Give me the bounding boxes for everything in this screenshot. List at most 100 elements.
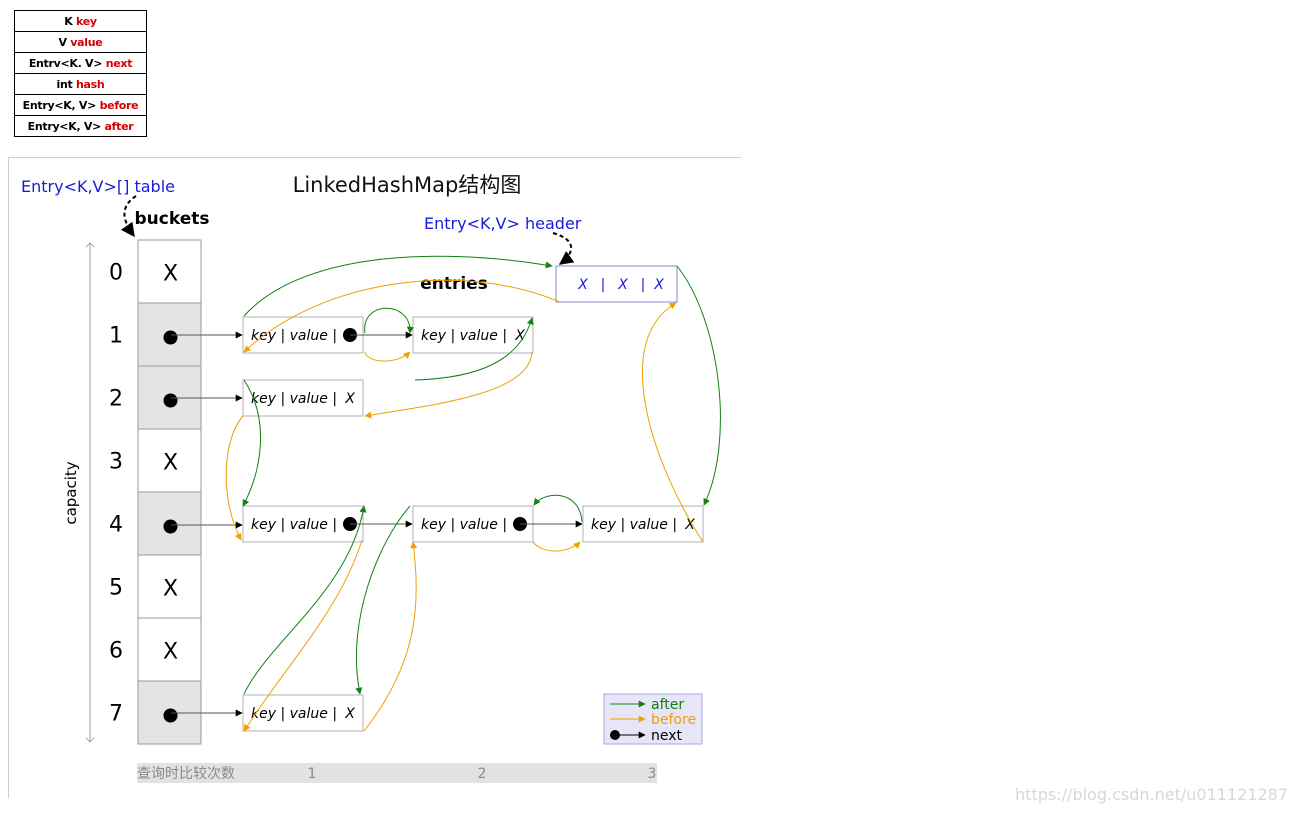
legend-next-label: next [651,728,683,744]
field-name: hash [76,77,105,91]
before-link-header-to-e4c [641,302,704,543]
field-type: Entry<K, V> [27,119,102,133]
before-link-e4b-to-e7 [363,541,418,732]
bucket-cell [137,428,202,493]
bucket-pointer-dot [163,708,178,723]
after-link-e7-to-e4b [355,505,411,695]
bucket-pointer-dot [163,519,178,534]
field-row: Entry<K, V> after [14,115,147,137]
diagram-title: LinkedHashMap结构图 [293,173,522,197]
field-row: Entrv<K. V> next [14,52,147,74]
entry-node: key | value | X [242,379,364,417]
before-link-e2-to-e1b [364,351,533,419]
entries-label: entries [420,274,488,294]
after-links [242,255,721,695]
field-type: V [58,35,68,49]
field-type: Entrv<K. V> [28,56,103,70]
bucket-pointer-dot [163,330,178,345]
field-row: Entry<K, V> before [14,94,147,116]
bucket-index: 1 [109,324,123,349]
entry-fields: key | value | [251,328,337,344]
compare-count-2: 2 [478,766,487,782]
after-link-e4b-to-e4c [533,494,583,523]
before-link-e1a-to-header [243,279,561,353]
compare-count-label: 查询时比较次数 [137,766,235,782]
bucket-null-mark: X [163,451,178,476]
bucket-index: 5 [109,576,123,601]
bucket-cell [137,239,202,304]
after-link-e4a-to-e7 [243,505,367,695]
field-name: before [99,98,139,112]
entry-fields: key | value | [251,517,337,533]
after-link-e1a-to-e1b [364,307,414,334]
field-type: K [64,14,73,28]
bucket-cell [137,617,202,682]
after-link-e2-to-e4a [242,379,261,507]
entry-box [412,316,534,354]
bucket-pointer-dot [163,393,178,408]
field-name: value [70,35,103,49]
compare-count-3: 3 [648,766,657,782]
entry-node: key | value | [242,316,364,354]
capacity-label: capacity [62,461,80,524]
entry-fields: key | value | [251,391,337,407]
header-entry-cells: X | X | X [577,277,664,293]
compare-count-1: 1 [308,766,317,782]
header-cell: X [577,277,588,293]
entry-fields: key | value | [591,517,677,533]
bucket-index: 0 [109,261,123,286]
entry-field-table: K key V value Entrv<K. V> next int hash … [14,10,147,137]
entry-next-null: X [684,517,695,533]
header-cell: | [601,277,606,293]
header-entry [555,265,678,303]
header-cell: X [653,277,664,293]
field-name: after [104,119,134,133]
table-pointer-arrow [120,195,137,238]
after-link-e1b-to-e2 [414,317,534,381]
before-link-e4c-to-e4b [532,541,581,552]
entry-next-null: X [344,391,355,407]
after-link-e4c-to-header [676,265,721,506]
entry-fields: key | value | [421,517,507,533]
header-cell: | [641,277,646,293]
entry-fields: key | value | [421,328,507,344]
before-link-e7-to-e4a [243,539,363,732]
table-label: Entry<K,V>[] table [21,177,175,196]
entry-box [582,505,704,543]
bucket-index: 4 [109,513,123,538]
bucket-index: 3 [109,450,123,475]
entry-node: key | value | X [242,694,364,732]
next-links [171,331,583,717]
bucket-null-mark: X [163,262,178,287]
bucket-index: 7 [109,702,123,727]
legend-after-label: after [651,697,684,713]
header-pointer-arrow [552,232,575,265]
entry-next-null: X [514,328,525,344]
field-type: int [56,77,73,91]
before-link-e1b-to-e1a [364,351,411,362]
bucket-cell [137,554,202,619]
field-name: next [105,56,133,70]
header-label: Entry<K,V> header [424,214,582,233]
entry-node: key | value | [242,505,364,543]
entry-node: key | value | X [582,505,704,543]
after-link-header-to-b1 [243,255,553,317]
entry-node: key | value | X [412,316,534,354]
header-cell: X [617,277,628,293]
compare-count-bar [137,763,657,783]
before-links [225,279,704,732]
entry-next-null: X [344,706,355,722]
field-row: V value [14,31,147,53]
bucket-null-mark: X [163,577,178,602]
field-name: key [76,14,97,28]
legend-before-label: before [651,712,696,728]
entry-fields: key | value | [251,706,337,722]
before-link-e4a-to-e2 [225,415,244,541]
bucket-index: 6 [109,639,123,664]
entry-box [242,694,364,732]
field-row: int hash [14,73,147,95]
field-type: Entry<K, V> [22,98,97,112]
entry-box [242,379,364,417]
